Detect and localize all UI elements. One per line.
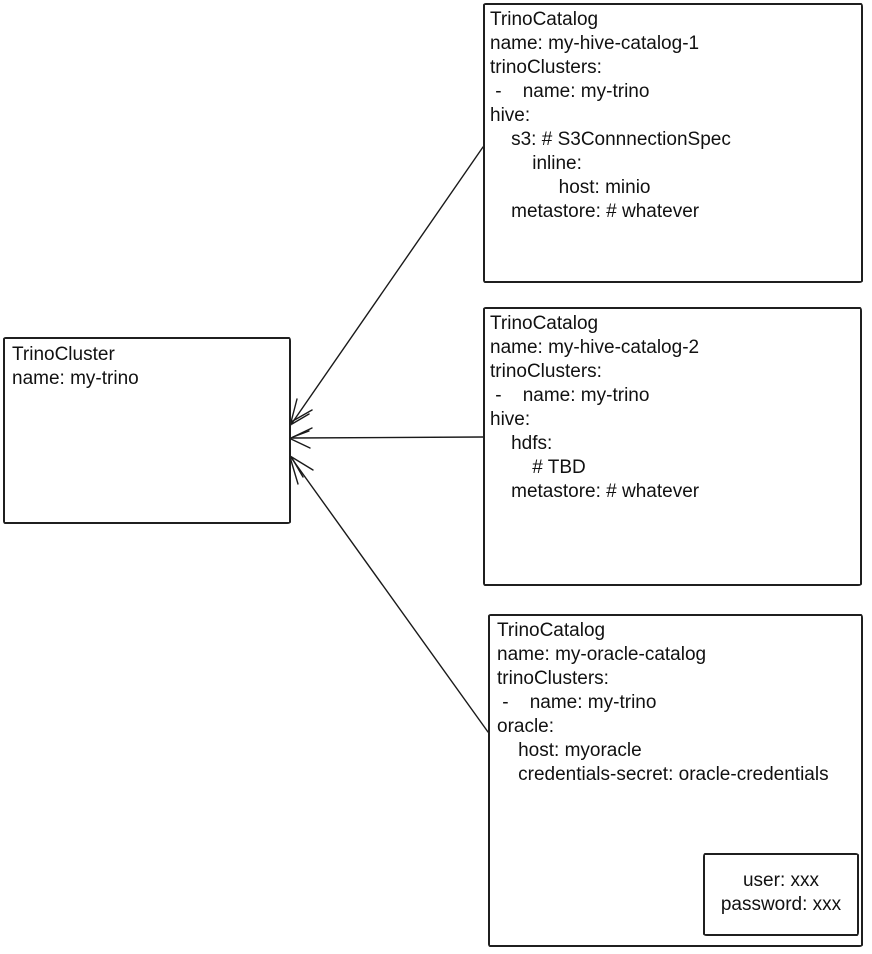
- node-kind-label: TrinoCatalog: [490, 313, 599, 334]
- yaml-line: - name: my-trino: [497, 692, 657, 713]
- node-oracle-credentials-secret: user: xxx password: xxx: [703, 853, 859, 936]
- yaml-line: trinoClusters:: [490, 57, 602, 78]
- edge-catalog3-to-cluster: [289, 455, 489, 733]
- yaml-line: - name: my-trino: [490, 81, 650, 102]
- yaml-line: oracle:: [497, 716, 555, 737]
- yaml-line: name: my-hive-catalog-1: [490, 33, 700, 54]
- yaml-line: # TBD: [490, 457, 586, 478]
- yaml-line: metastore: # whatever: [490, 481, 700, 502]
- yaml-line: - name: my-trino: [490, 385, 650, 406]
- yaml-line: trinoClusters:: [490, 361, 602, 382]
- yaml-line: s3: # S3ConnnectionSpec: [490, 129, 731, 150]
- yaml-line: name: my-oracle-catalog: [497, 644, 707, 665]
- node-kind-label: TrinoCatalog: [497, 620, 606, 641]
- secret-user-line: user: xxx: [742, 870, 820, 891]
- yaml-line: name: my-trino: [12, 368, 139, 389]
- node-trino-catalog-hive-2: TrinoCatalog name: my-hive-catalog-2 tri…: [483, 307, 862, 586]
- node-kind-label: TrinoCatalog: [490, 9, 599, 30]
- yaml-line: name: my-hive-catalog-2: [490, 337, 700, 358]
- yaml-line: hdfs:: [490, 433, 553, 454]
- yaml-line: hive:: [490, 105, 531, 126]
- yaml-line: hive:: [490, 409, 531, 430]
- node-trino-cluster: TrinoCluster name: my-trino: [3, 337, 291, 524]
- node-kind-label: TrinoCluster: [12, 344, 115, 365]
- secret-password-line: password: xxx: [720, 894, 842, 915]
- node-trino-catalog-hive-1: TrinoCatalog name: my-hive-catalog-1 tri…: [483, 3, 863, 283]
- yaml-line: credentials-secret: oracle-credentials: [497, 764, 829, 785]
- yaml-line: trinoClusters:: [497, 668, 609, 689]
- edge-catalog2-to-cluster: [290, 427, 484, 449]
- yaml-line: host: myoracle: [497, 740, 642, 761]
- yaml-line: inline:: [490, 153, 582, 174]
- edge-catalog1-to-cluster: [289, 146, 484, 427]
- yaml-line: metastore: # whatever: [490, 201, 700, 222]
- yaml-line: host: minio: [490, 177, 651, 198]
